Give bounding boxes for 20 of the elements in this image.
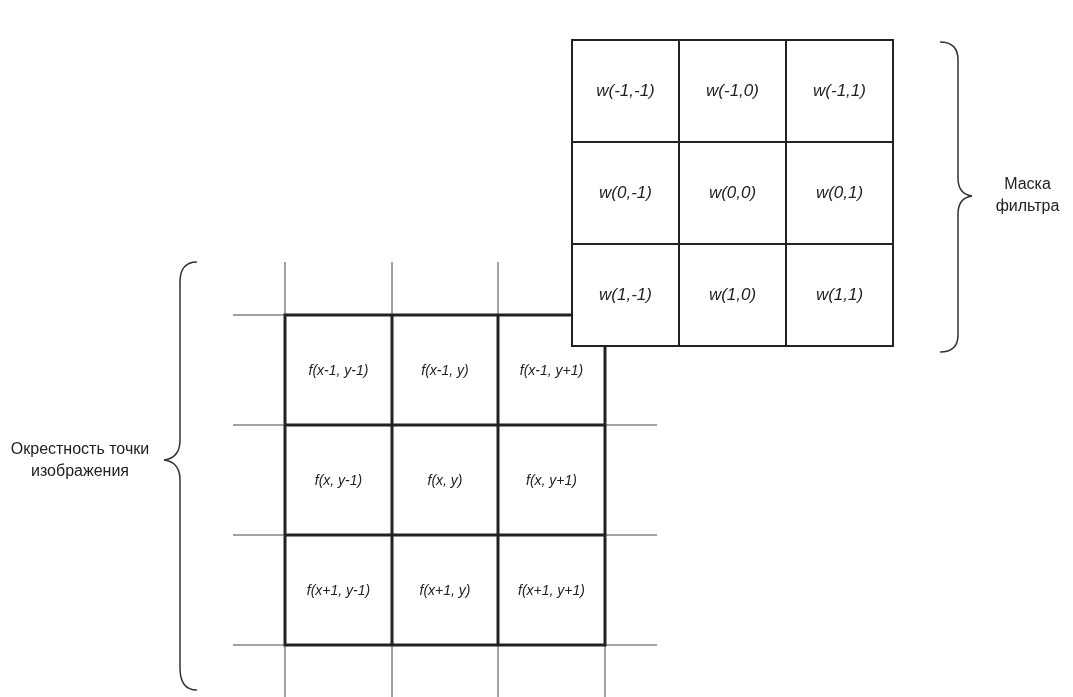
pixel-value-label: f(x, y) — [427, 472, 463, 488]
weight-label: w(0,-1) — [599, 183, 652, 203]
pixel-value-label: f(x+1, y+1) — [518, 582, 585, 598]
bracket-label: Маска фильтра — [994, 174, 1061, 216]
weight-label: w(0,1) — [815, 183, 864, 203]
pixel-value-label: f(x, y-1) — [314, 472, 363, 488]
weight-label: w(-1,1) — [813, 81, 866, 101]
pixel-value-label: f(x+1, y) — [419, 582, 471, 598]
pixel-value-label: f(x+1, y-1) — [306, 582, 371, 598]
pixel-value-label: f(x-1, y+1) — [519, 362, 584, 378]
pixel-value-label: f(x-1, y-1) — [308, 362, 369, 378]
weight-label: w(0,0) — [708, 183, 757, 203]
weight-label: w(1,0) — [708, 285, 757, 305]
weight-label: w(1,1) — [815, 285, 864, 305]
weight-label: w(-1,-1) — [596, 81, 655, 101]
bracket-label: Окрестность точки изображения — [9, 439, 151, 481]
weight-label: w(1,-1) — [599, 285, 652, 305]
pixel-value-label: f(x-1, y) — [421, 362, 469, 378]
weight-label: w(-1,0) — [706, 81, 759, 101]
pixel-value-label: f(x, y+1) — [526, 472, 577, 488]
